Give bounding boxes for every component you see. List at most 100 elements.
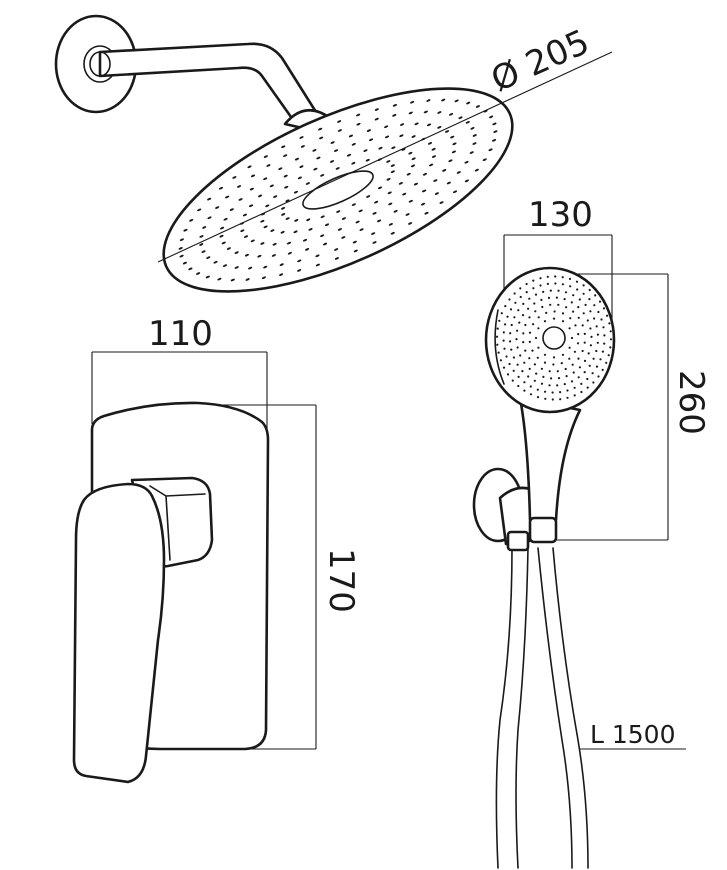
nozzle-dot: [387, 191, 392, 195]
nozzle-dot: [442, 169, 447, 172]
hand-nozzle-dot: [609, 338, 613, 341]
arm-socket: [89, 51, 111, 77]
hand-nozzle-dot: [517, 384, 520, 388]
nozzle-dot: [318, 127, 323, 131]
nozzle-dot: [365, 158, 370, 162]
hand-nozzle-dot: [605, 361, 608, 364]
mixer-hub-top-edge: [165, 493, 206, 497]
nozzle-dot: [283, 174, 288, 178]
hand-nozzle-dot: [519, 295, 522, 299]
nozzle-dot: [465, 121, 470, 124]
hand-nozzle-dot: [497, 351, 500, 354]
hand-nozzle-dot: [608, 322, 611, 325]
hand-nozzle-dot: [577, 333, 580, 336]
hand-nozzle-dot: [549, 289, 552, 292]
nozzle-dot: [205, 275, 210, 279]
hand-nozzle-dot: [561, 283, 565, 286]
nozzle-dot: [411, 135, 416, 138]
nozzle-dot: [422, 189, 427, 193]
nozzle-dot: [452, 142, 457, 146]
hand-nozzle-dot: [574, 324, 577, 327]
nozzle-dot: [439, 201, 444, 204]
nozzle-dot: [315, 263, 320, 267]
hand-nozzle-dot: [548, 384, 551, 387]
hand-nozzle-dot: [519, 287, 522, 290]
hand-nozzle-dot: [547, 296, 551, 299]
concealed-mixer-assembly: 110 170: [72, 314, 361, 784]
hand-nozzle-dot: [554, 282, 557, 285]
nozzle-dot: [406, 172, 411, 176]
nozzle-dot: [420, 202, 426, 206]
hand-nozzle-dot: [532, 279, 535, 282]
nozzle-dot: [410, 100, 415, 104]
nozzle-dot: [336, 210, 341, 213]
nozzle-dot: [308, 228, 313, 231]
hand-nozzle-dot: [586, 319, 589, 322]
hand-nozzle-dot: [532, 323, 535, 326]
hand-nozzle-dot: [509, 308, 513, 311]
nozzle-dot: [488, 148, 493, 152]
nozzle-dot: [492, 139, 497, 142]
nozzle-dot: [313, 167, 318, 171]
hand-nozzle-dot: [534, 336, 538, 340]
hand-nozzle-dot: [524, 323, 527, 327]
nozzle-dot: [283, 154, 288, 157]
hand-nozzle-dot: [576, 288, 579, 291]
hand-nozzle-dot: [510, 323, 513, 327]
nozzle-dot: [330, 141, 335, 144]
hand-nozzle-dot: [572, 310, 575, 313]
hand-nozzle-dot: [521, 314, 525, 317]
hand-nozzle-dot: [592, 357, 595, 360]
nozzle-dot: [337, 228, 342, 231]
mixer-width-label: 110: [148, 314, 213, 354]
nozzle-dot: [279, 273, 284, 276]
hand-nozzle-dot: [534, 293, 538, 296]
hand-nozzle-dot: [582, 292, 585, 295]
nozzle-dot: [218, 186, 224, 190]
hand-nozzle-dot: [509, 340, 512, 343]
hand-nozzle-dot: [572, 294, 575, 297]
hand-nozzle-dot: [566, 389, 569, 392]
hand-nozzle-dot: [564, 367, 567, 371]
hand-nozzle-dot: [609, 346, 612, 349]
hand-nozzle-dot: [582, 312, 585, 315]
hand-nozzle-dot: [529, 385, 532, 388]
nozzle-dot: [189, 219, 194, 222]
diameter-dimension-line: [157, 51, 613, 263]
nozzle-dot: [226, 247, 231, 250]
nozzle-dot: [220, 226, 225, 230]
hand-nozzle-dot: [527, 375, 530, 378]
hand-nozzle-dot: [609, 330, 612, 333]
hand-nozzle-dot: [588, 298, 591, 301]
nozzle-dot: [270, 229, 275, 232]
hand-nozzle-dot: [532, 287, 535, 290]
nozzle-dot: [446, 181, 451, 185]
hand-nozzle-dot: [583, 359, 587, 362]
nozzle-dot: [433, 179, 438, 182]
hand-nozzle-dot: [592, 381, 595, 384]
hand-nozzle-dot: [577, 316, 580, 319]
shower-head-disc: [162, 87, 514, 293]
nozzle-dot: [454, 99, 459, 103]
nozzle-dot: [315, 254, 320, 258]
hand-nozzle-dot: [555, 296, 559, 299]
nozzle-dot: [427, 142, 433, 145]
nozzle-dot: [244, 253, 249, 257]
nozzle-dot: [384, 135, 390, 139]
hand-nozzle-dot: [503, 347, 506, 350]
nozzle-dot: [300, 145, 305, 148]
nozzle-dot: [188, 267, 193, 271]
hand-nozzle-dot: [514, 301, 517, 304]
nozzle-dot: [286, 241, 292, 245]
hand-nozzle-dot: [527, 307, 530, 310]
nozzle-dot: [392, 104, 397, 107]
hand-nozzle-dot: [498, 319, 501, 322]
hand-nozzle-dot: [545, 311, 548, 314]
hand-nozzle-dot: [502, 331, 505, 334]
hand-nozzle-dot: [524, 349, 527, 352]
hand-nozzle-dot: [506, 373, 510, 376]
hand-nozzle-dot: [544, 397, 547, 400]
nozzle-dot: [400, 123, 405, 126]
hand-nozzle-dot: [537, 327, 540, 330]
nozzle-dot: [217, 277, 222, 281]
